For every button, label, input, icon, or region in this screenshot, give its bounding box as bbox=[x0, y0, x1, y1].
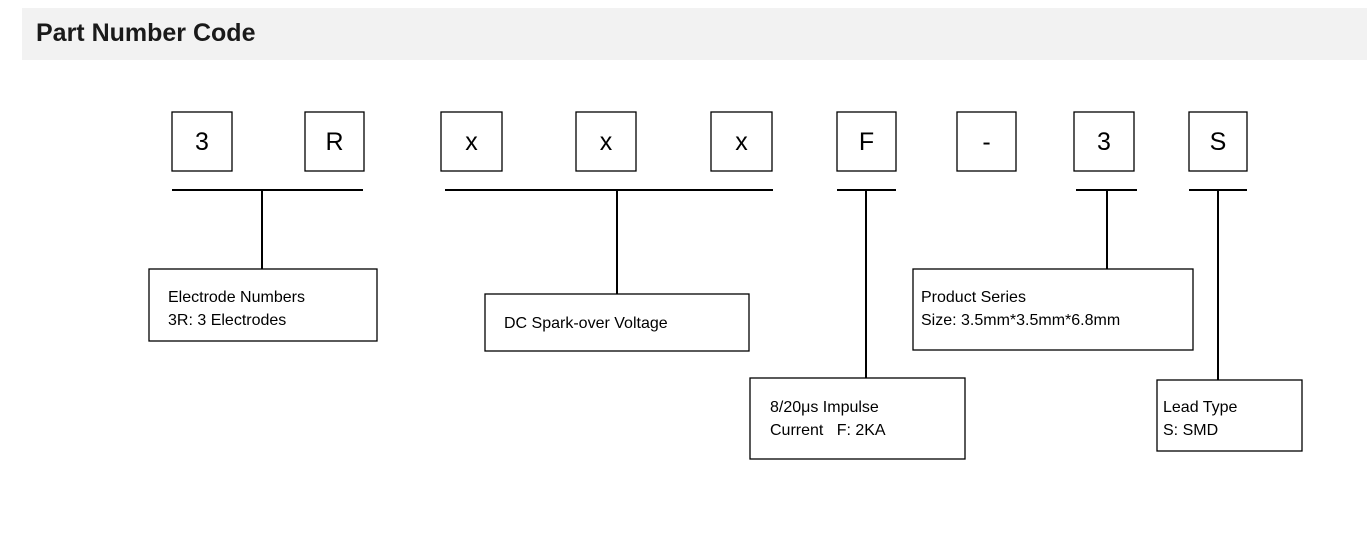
electrode-desc-line2: 3R: 3 Electrodes bbox=[168, 312, 286, 329]
section-header: Part Number Code bbox=[22, 8, 1367, 60]
series-desc-line1: Product Series bbox=[921, 289, 1026, 306]
desc-box-impulse: 8/20μs Impulse Current F: 2KA bbox=[749, 377, 966, 460]
desc-box-lead: Lead Type S: SMD bbox=[1156, 379, 1303, 452]
code-box-9: S bbox=[1188, 111, 1248, 172]
code-char-6: F bbox=[859, 128, 874, 156]
lead-desc-line2: S: SMD bbox=[1163, 422, 1218, 439]
desc-box-voltage: DC Spark-over Voltage bbox=[484, 293, 750, 352]
electrode-desc-line1: Electrode Numbers bbox=[168, 289, 305, 306]
series-desc-line2: Size: 3.5mm*3.5mm*6.8mm bbox=[921, 312, 1120, 329]
voltage-desc-line1: DC Spark-over Voltage bbox=[504, 315, 668, 332]
impulse-desc-line2: Current F: 2KA bbox=[770, 422, 886, 439]
code-char-3: x bbox=[465, 128, 478, 156]
section-title: Part Number Code bbox=[36, 19, 256, 47]
code-box-5: x bbox=[710, 111, 773, 172]
code-box-4: x bbox=[575, 111, 637, 172]
code-box-1: 3 bbox=[171, 111, 233, 172]
code-char-2: R bbox=[325, 128, 343, 156]
code-box-6: F bbox=[836, 111, 897, 172]
code-char-5: x bbox=[735, 128, 748, 156]
impulse-desc-line1: 8/20μs Impulse bbox=[770, 399, 879, 416]
code-box-2: R bbox=[304, 111, 365, 172]
code-char-1: 3 bbox=[195, 128, 209, 156]
code-char-8: 3 bbox=[1097, 128, 1111, 156]
lead-desc-line1: Lead Type bbox=[1163, 399, 1238, 416]
desc-box-series: Product Series Size: 3.5mm*3.5mm*6.8mm bbox=[912, 268, 1194, 351]
desc-box-electrode: Electrode Numbers 3R: 3 Electrodes bbox=[148, 268, 378, 342]
code-box-7: - bbox=[956, 111, 1017, 172]
code-char-7: - bbox=[982, 128, 990, 156]
code-box-8: 3 bbox=[1073, 111, 1135, 172]
code-char-4: x bbox=[600, 128, 613, 156]
code-box-3: x bbox=[440, 111, 503, 172]
code-char-9: S bbox=[1210, 128, 1227, 156]
